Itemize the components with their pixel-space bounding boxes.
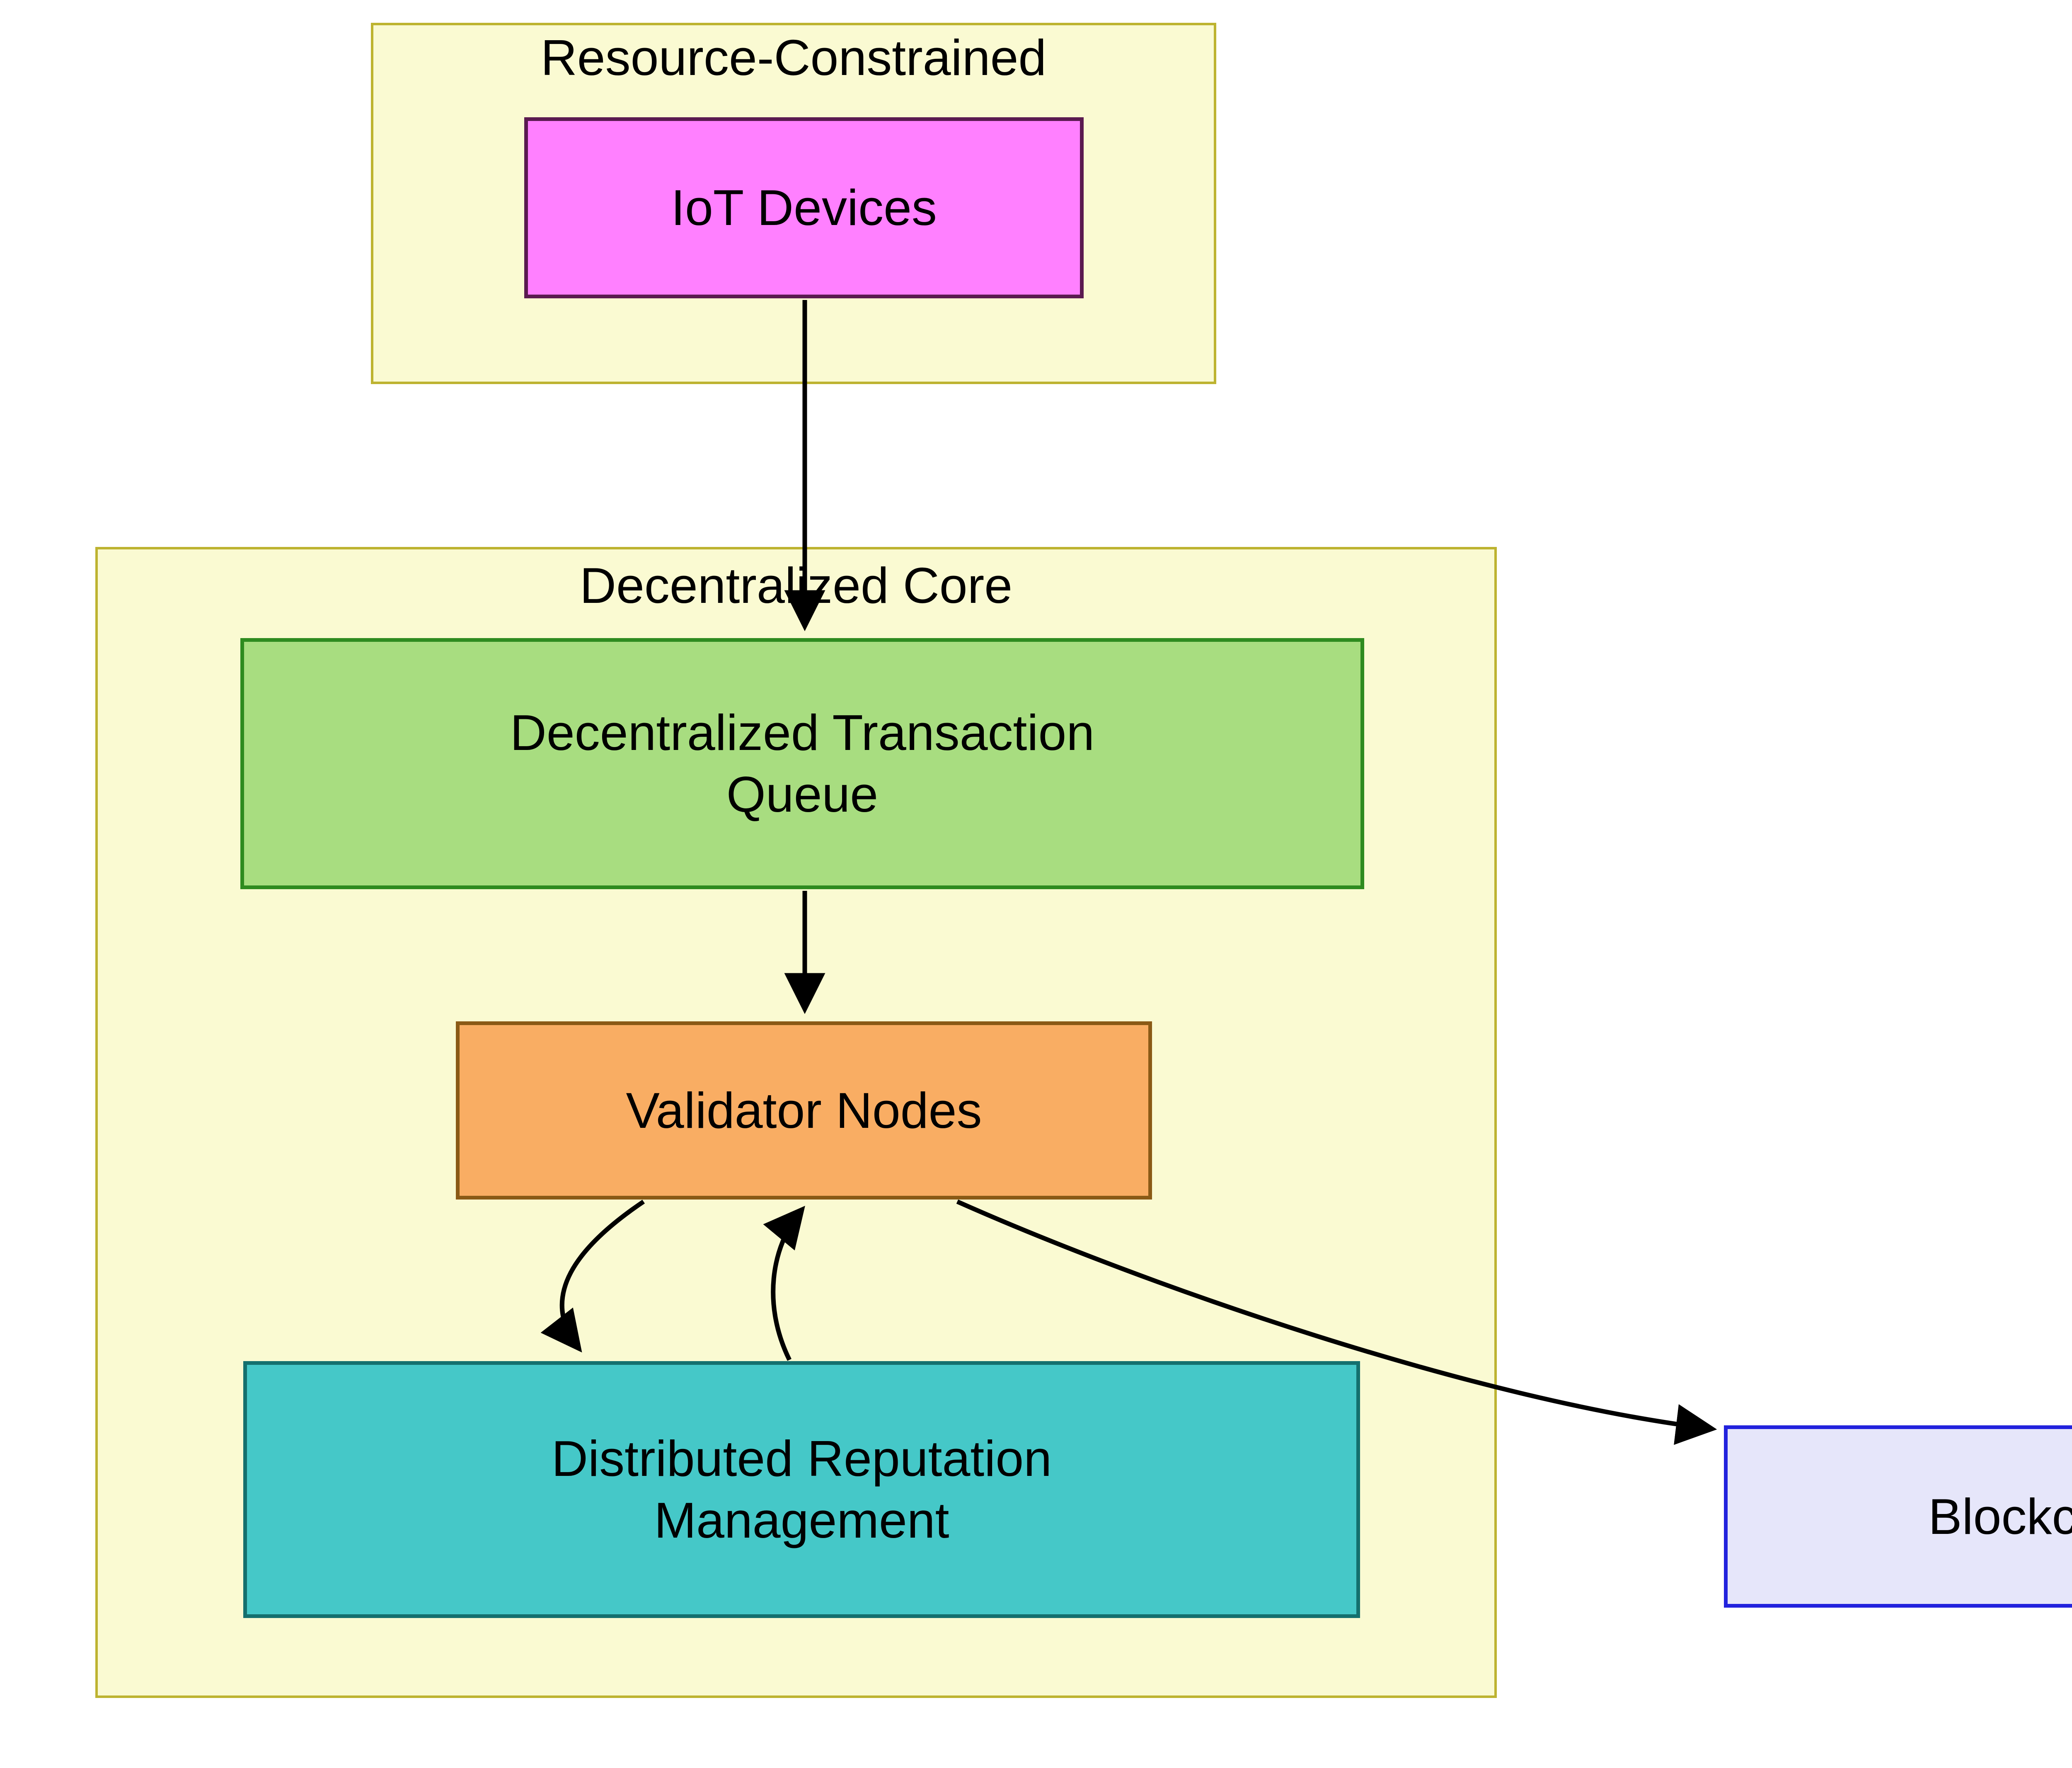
- node-label-line-1: Decentralized Transaction: [510, 704, 1095, 761]
- node-iot-devices[interactable]: IoT Devices: [524, 117, 1084, 298]
- node-blockchain-ledger[interactable]: Blockchain Ledger: [1724, 1425, 2072, 1608]
- group-title-decentralized-core: Decentralized Core: [579, 557, 1013, 614]
- node-label-line-2: Queue: [726, 766, 879, 822]
- node-label-blockchain-ledger: Blockchain Ledger: [1928, 1488, 2072, 1545]
- group-title-resource-constrained: Resource-Constrained: [540, 29, 1047, 86]
- node-distributed-reputation-management[interactable]: Distributed Reputation Management: [243, 1361, 1360, 1618]
- node-label-line-1: Distributed Reputation: [551, 1430, 1052, 1487]
- node-label-iot-devices: IoT Devices: [671, 179, 937, 236]
- node-decentralized-transaction-queue[interactable]: Decentralized Transaction Queue: [240, 638, 1364, 889]
- node-label-decentralized-transaction-queue: Decentralized Transaction Queue: [500, 702, 1105, 825]
- node-label-line-2: Management: [654, 1492, 949, 1548]
- node-label-validator-nodes: Validator Nodes: [626, 1082, 982, 1139]
- node-label-distributed-reputation-management: Distributed Reputation Management: [542, 1428, 1062, 1551]
- node-validator-nodes[interactable]: Validator Nodes: [456, 1021, 1152, 1200]
